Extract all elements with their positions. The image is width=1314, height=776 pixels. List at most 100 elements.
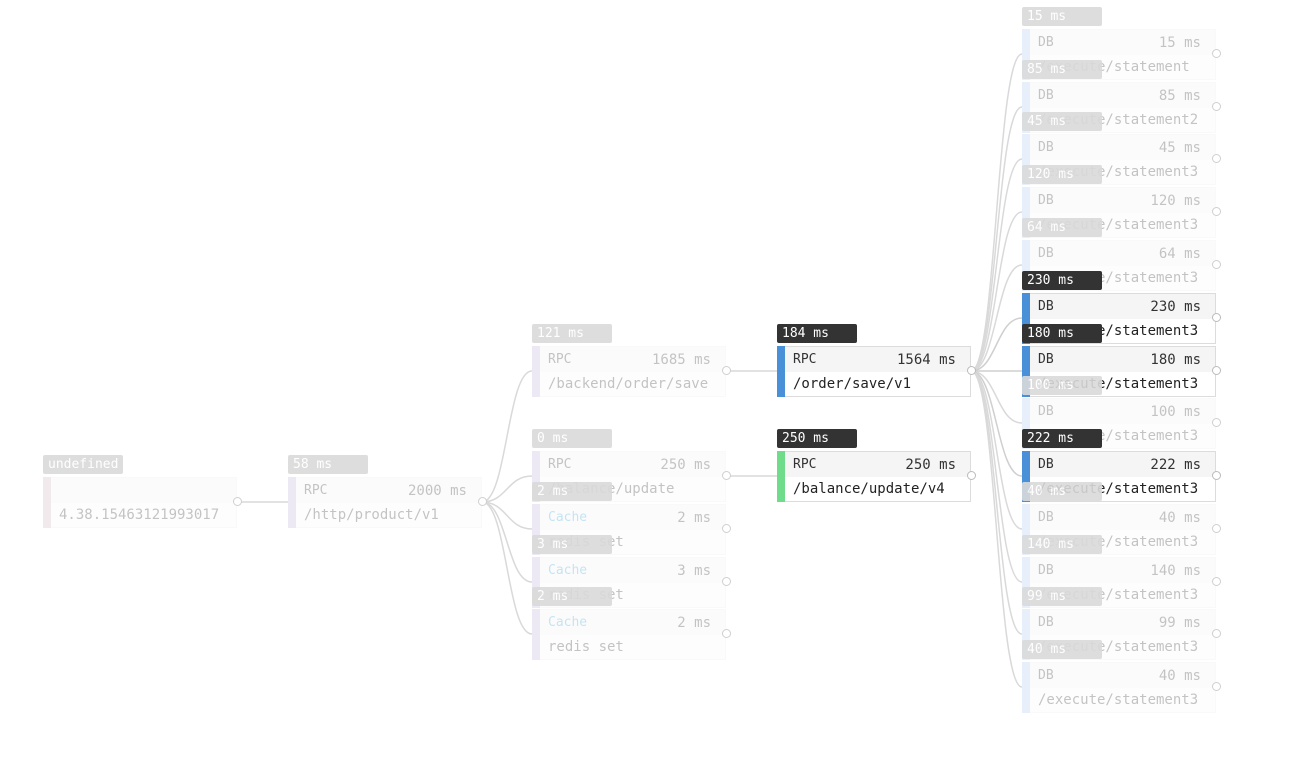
span-type-bar (1022, 29, 1030, 80)
span-path: /http/product/v1 (304, 507, 439, 523)
span-time-tag: 40 ms (1022, 482, 1102, 501)
span-kind: RPC (793, 352, 817, 367)
span-duration: 250 ms (660, 456, 711, 473)
span-type-bar (288, 477, 296, 528)
expand-toggle-icon[interactable] (1212, 524, 1221, 533)
span-duration: 250 ms (905, 456, 956, 473)
trace-link-http-product-to-redis-2 (481, 501, 533, 583)
expand-toggle-icon[interactable] (722, 524, 731, 533)
span-type-bar (1022, 504, 1030, 555)
span-type-bar (1022, 293, 1030, 344)
span-kind: DB (1038, 615, 1054, 630)
span-type-bar (1022, 240, 1030, 291)
span-duration: 180 ms (1150, 351, 1201, 368)
trace-link-order-save-v1-to-db-5 (970, 264, 1023, 372)
expand-toggle-icon[interactable] (1212, 471, 1221, 480)
span-type-bar (1022, 451, 1030, 502)
expand-toggle-icon[interactable] (1212, 682, 1221, 691)
span-duration: 40 ms (1158, 509, 1201, 526)
span-duration: 2000 ms (407, 482, 467, 499)
expand-toggle-icon[interactable] (722, 366, 731, 375)
span-duration: 45 ms (1158, 139, 1201, 156)
span-duration: 222 ms (1150, 456, 1201, 473)
span-type-bar (532, 346, 540, 397)
span-kind: DB (1038, 510, 1054, 525)
span-duration: 40 ms (1158, 667, 1201, 684)
span-time-tag: 0 ms (532, 429, 612, 448)
span-time-tag: 184 ms (777, 324, 857, 343)
expand-toggle-icon[interactable] (1212, 366, 1221, 375)
expand-toggle-icon[interactable] (1212, 260, 1221, 269)
span-duration: 64 ms (1158, 245, 1201, 262)
expand-toggle-icon[interactable] (1212, 207, 1221, 216)
expand-toggle-icon[interactable] (1212, 577, 1221, 586)
span-header (51, 478, 236, 503)
expand-toggle-icon[interactable] (1212, 154, 1221, 163)
expand-toggle-icon[interactable] (722, 629, 731, 638)
span-kind: DB (1038, 88, 1054, 103)
trace-link-order-save-v1-to-db-3 (970, 158, 1023, 372)
span-time-tag: 99 ms (1022, 587, 1102, 606)
span-kind: RPC (304, 483, 328, 498)
span-node-http-product[interactable]: RPC 2000 ms/http/product/v1 (288, 477, 482, 528)
span-header: DB 40 ms (1030, 505, 1215, 530)
span-kind: Cache (548, 563, 588, 578)
span-type-bar (777, 451, 785, 502)
expand-toggle-icon[interactable] (722, 471, 731, 480)
span-type-bar (532, 504, 540, 555)
expand-toggle-icon[interactable] (967, 366, 976, 375)
span-duration: 140 ms (1150, 562, 1201, 579)
expand-toggle-icon[interactable] (233, 497, 242, 506)
span-kind: RPC (548, 352, 572, 367)
trace-link-order-save-v1-to-db-1 (970, 53, 1023, 372)
span-kind: DB (1038, 563, 1054, 578)
span-time-tag: 85 ms (1022, 60, 1102, 79)
expand-toggle-icon[interactable] (478, 497, 487, 506)
expand-toggle-icon[interactable] (967, 471, 976, 480)
expand-toggle-icon[interactable] (1212, 313, 1221, 322)
trace-link-order-save-v1-to-db-4 (970, 211, 1023, 372)
span-type-bar (43, 477, 51, 528)
span-kind: DB (1038, 457, 1054, 472)
span-kind: RPC (548, 457, 572, 472)
expand-toggle-icon[interactable] (1212, 418, 1221, 427)
span-header: RPC 250 ms (540, 452, 725, 477)
expand-toggle-icon[interactable] (1212, 629, 1221, 638)
span-type-bar (1022, 557, 1030, 608)
span-time-tag: 180 ms (1022, 324, 1102, 343)
span-type-bar (532, 557, 540, 608)
span-type-bar (1022, 662, 1030, 713)
span-type-bar (532, 609, 540, 660)
span-time-tag: 100 ms (1022, 376, 1102, 395)
expand-toggle-icon[interactable] (722, 577, 731, 586)
trace-link-http-product-to-balance-update (481, 475, 533, 503)
trace-link-order-save-v1-to-db-9 (970, 370, 1023, 477)
span-duration: 15 ms (1158, 34, 1201, 51)
span-node-root[interactable]: 4.38.15463121993017 (43, 477, 237, 528)
span-type-bar (1022, 134, 1030, 185)
span-time-tag: 120 ms (1022, 165, 1102, 184)
span-path: 4.38.15463121993017 (59, 507, 220, 523)
expand-toggle-icon[interactable] (1212, 49, 1221, 58)
expand-toggle-icon[interactable] (1212, 102, 1221, 111)
